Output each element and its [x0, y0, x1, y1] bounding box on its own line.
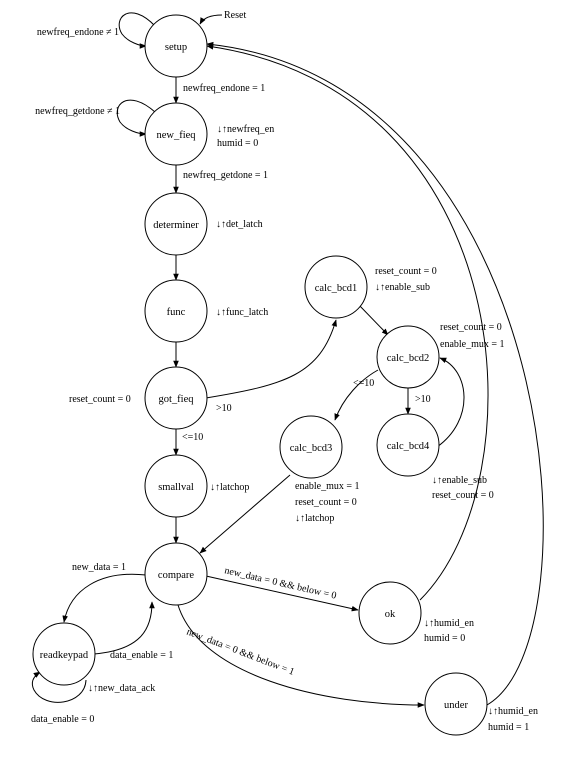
- state-readkeypad-label: readkeypad: [40, 650, 89, 661]
- ok-humid-label: humid = 0: [424, 633, 465, 644]
- state-ok-label: ok: [385, 609, 396, 620]
- state-got-freq: got_fieq: [144, 366, 208, 430]
- compare-to-readkeypad-label: new_data = 1: [72, 562, 126, 573]
- edge-ok-to-setup: [206, 44, 489, 601]
- edge-compare-to-ok: [205, 575, 359, 612]
- setup-to-newfreq-label: newfreq_endone = 1: [183, 83, 265, 94]
- readkeypad-self-loop: [31, 671, 87, 703]
- state-setup-label: setup: [165, 42, 187, 53]
- state-new-freq: new_fieq: [144, 102, 208, 166]
- calcbcd3-mux-label: enable_mux = 1: [295, 481, 360, 492]
- edge-readkeypad-to-compare: [93, 601, 155, 655]
- calcbcd3-latch-label: ↓↑latchop: [295, 513, 334, 524]
- under-humid-en-label: ↓↑humid_en: [488, 706, 538, 717]
- state-compare-label: compare: [158, 570, 194, 581]
- gotfreq-to-calcbcd1-label: >10: [216, 403, 232, 414]
- newfreq-self-label: newfreq_getdone ≠ 1: [35, 106, 120, 117]
- calcbcd3-reset-label: reset_count = 0: [295, 497, 357, 508]
- calcbcd2-to-calcbcd3-label: <=10: [353, 378, 374, 389]
- edge-calcbcd1-to-calcbcd2: [357, 303, 389, 336]
- edge-compare-to-under: [177, 604, 425, 708]
- readkeypad-ack-label: ↓↑new_data_ack: [88, 683, 155, 694]
- state-got-freq-label: got_fieq: [159, 394, 195, 405]
- readkeypad-to-compare-label: data_enable = 1: [110, 650, 173, 661]
- state-setup: setup: [144, 14, 208, 78]
- calcbcd2-mux-label: enable_mux = 1: [440, 339, 505, 350]
- det-latch-label: ↓↑det_latch: [216, 219, 263, 230]
- readkeypad-self-label: data_enable = 0: [31, 714, 94, 725]
- state-func: func: [144, 279, 208, 343]
- edge-gotfreq-to-calcbcd1: [205, 319, 337, 399]
- state-compare: compare: [144, 542, 208, 606]
- edge-calcbcd4-to-calcbcd2: [436, 357, 465, 448]
- smallval-latch-label: ↓↑latchop: [210, 482, 249, 493]
- edge-calcbcd2-to-calcbcd3: [334, 369, 379, 421]
- newfreq-en-label: ↓↑newfreq_en: [217, 124, 274, 135]
- state-determiner-label: determiner: [153, 220, 199, 231]
- state-calc-bcd4: calc_bcd4: [376, 413, 440, 477]
- edge-compare-to-readkeypad: [62, 573, 147, 623]
- calcbcd1-enable-label: ↓↑enable_sub: [375, 282, 430, 293]
- func-latch-label: ↓↑func_latch: [216, 307, 268, 318]
- reset-arrow: [199, 14, 223, 25]
- edge-under-to-setup: [206, 41, 544, 706]
- state-calc-bcd2: calc_bcd2: [376, 325, 440, 389]
- state-calc-bcd1-label: calc_bcd1: [315, 283, 358, 294]
- calcbcd1-reset-label: reset_count = 0: [375, 266, 437, 277]
- state-smallval-label: smallval: [158, 482, 194, 493]
- state-func-label: func: [167, 307, 186, 318]
- state-calc-bcd3: calc_bcd3: [279, 415, 343, 479]
- state-calc-bcd4-label: calc_bcd4: [387, 441, 430, 452]
- edge-calcbcd3-to-compare: [199, 474, 291, 554]
- gotfreq-reset-label: reset_count = 0: [69, 394, 131, 405]
- setup-self-loop: [118, 12, 156, 49]
- reset-label: Reset: [224, 10, 246, 21]
- state-calc-bcd3-label: calc_bcd3: [290, 443, 333, 454]
- under-humid-label: humid = 1: [488, 722, 529, 733]
- gotfreq-to-smallval-label: <=10: [182, 432, 203, 443]
- state-smallval: smallval: [144, 454, 208, 518]
- state-determiner: determiner: [144, 192, 208, 256]
- calcbcd2-to-calcbcd4-label: >10: [415, 394, 431, 405]
- state-new-freq-label: new_fieq: [156, 130, 196, 141]
- newfreq-humid-label: humid = 0: [217, 138, 258, 149]
- state-readkeypad: readkeypad: [32, 622, 96, 686]
- ok-humid-en-label: ↓↑humid_en: [424, 618, 474, 629]
- state-calc-bcd1: calc_bcd1: [304, 255, 368, 319]
- state-under: under: [424, 672, 488, 736]
- state-calc-bcd2-label: calc_bcd2: [387, 353, 430, 364]
- state-ok: ok: [358, 581, 422, 645]
- newfreq-self-loop: [116, 99, 156, 137]
- state-under-label: under: [444, 700, 468, 711]
- calcbcd4-enable-label: ↓↑enable_sub: [432, 475, 487, 486]
- calcbcd2-reset-label: reset_count = 0: [440, 322, 502, 333]
- calcbcd4-reset-label: reset_count = 0: [432, 490, 494, 501]
- compare-to-under-label: new_data = 0 && below = 1: [185, 627, 296, 678]
- setup-self-label: newfreq_endone ≠ 1: [37, 27, 119, 38]
- newfreq-to-determiner-label: newfreq_getdone = 1: [183, 170, 268, 181]
